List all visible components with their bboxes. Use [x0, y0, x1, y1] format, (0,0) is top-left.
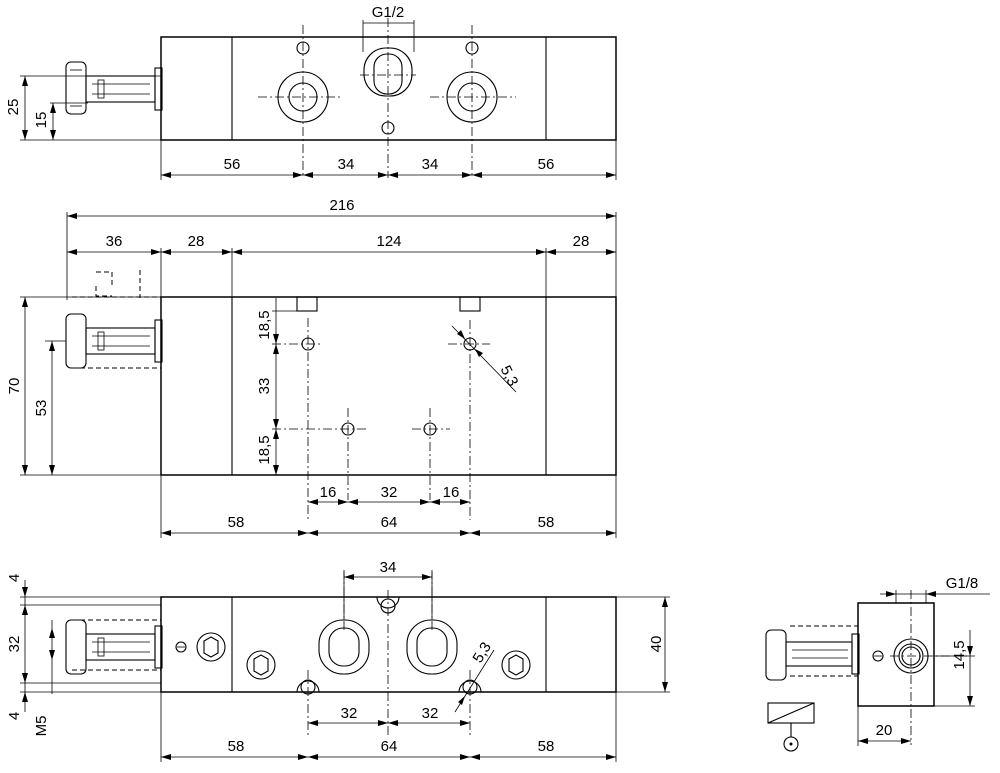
- top-port-left-outer: [277, 71, 329, 123]
- dim-56-right: 56: [538, 156, 555, 173]
- dim-32-bl: 32: [341, 705, 358, 722]
- dim-g18: G1/8: [946, 575, 979, 592]
- top-center-port: [363, 47, 413, 97]
- dim-34-top: 34: [380, 559, 397, 576]
- dim-b58-left: 58: [228, 738, 245, 755]
- bottom-hex-port-2: [246, 650, 276, 680]
- top-port-right-outer: [446, 71, 498, 123]
- front-hole-upper-right: [463, 337, 477, 351]
- top-hole-c: [381, 121, 395, 135]
- side-view: G1/8 14,5 20: [765, 575, 990, 752]
- dim-25: 25: [5, 99, 22, 116]
- dim-16-right: 16: [443, 484, 460, 501]
- bottom-screw: [175, 641, 187, 653]
- dim-g12: G1/2: [372, 4, 405, 21]
- top-body-outline: [160, 36, 617, 141]
- dim-b64: 64: [381, 738, 398, 755]
- side-screw: [872, 650, 884, 662]
- dim-32-br: 32: [422, 705, 439, 722]
- side-port-outer: [893, 638, 929, 674]
- dim-70: 70: [6, 378, 23, 395]
- front-view: 216 36 28 124 28 70 53: [6, 197, 617, 538]
- dim-34-left: 34: [338, 156, 355, 173]
- dim-56-left: 56: [224, 156, 241, 173]
- dim-216: 216: [329, 197, 354, 214]
- dim-28-right: 28: [573, 233, 590, 250]
- bottom-hex-port-right: [501, 650, 531, 680]
- dim-14-5: 14,5: [951, 640, 968, 669]
- bottom-solenoid: [65, 619, 163, 675]
- front-hole-lower-left: [341, 422, 355, 436]
- bottom-body-outline: [160, 596, 617, 693]
- dim-bottom-hole-53: 5,3: [469, 639, 494, 666]
- front-hole-upper-left: [301, 337, 315, 351]
- dim-16-left: 16: [320, 484, 337, 501]
- front-body-outline: [160, 296, 617, 476]
- dim-53: 53: [33, 400, 50, 417]
- dim-32-left: 32: [6, 636, 23, 653]
- solenoid-symbol: [767, 702, 815, 752]
- top-hole-b: [465, 41, 479, 55]
- dim-32-center: 32: [381, 484, 398, 501]
- bottom-hex-port-left: [196, 632, 226, 662]
- dim-40: 40: [648, 636, 665, 653]
- top-view: G1/2 25 15 56 34 34 56: [5, 4, 617, 180]
- front-solenoid: [65, 313, 163, 369]
- dim-36: 36: [106, 233, 123, 250]
- dim-124: 124: [376, 233, 401, 250]
- front-hole-lower-right: [423, 422, 437, 436]
- dim-m5: M5: [33, 716, 50, 737]
- side-solenoid: [765, 629, 860, 681]
- dim-15: 15: [33, 112, 50, 129]
- dim-18-5-top: 18,5: [256, 310, 273, 339]
- dim-20: 20: [876, 722, 893, 739]
- bottom-view: 5,3 34 4 32 4 M5 40: [6, 559, 670, 762]
- dim-hole-53: 5,3: [497, 363, 522, 389]
- dim-58-left: 58: [228, 514, 245, 531]
- dim-33: 33: [256, 378, 273, 395]
- dim-b58-right: 58: [538, 738, 555, 755]
- dim-28-left: 28: [188, 233, 205, 250]
- dim-64: 64: [381, 514, 398, 531]
- dim-4-top: 4: [6, 574, 23, 582]
- dim-58-right: 58: [538, 514, 555, 531]
- side-port-inner: [901, 646, 921, 666]
- dim-4-bottom: 4: [6, 712, 23, 720]
- front-manual-override-hidden: [72, 270, 161, 369]
- top-hole-a: [296, 41, 310, 55]
- top-solenoid: [65, 61, 163, 115]
- dim-34-right: 34: [422, 156, 439, 173]
- dim-18-5-bottom: 18,5: [256, 435, 273, 464]
